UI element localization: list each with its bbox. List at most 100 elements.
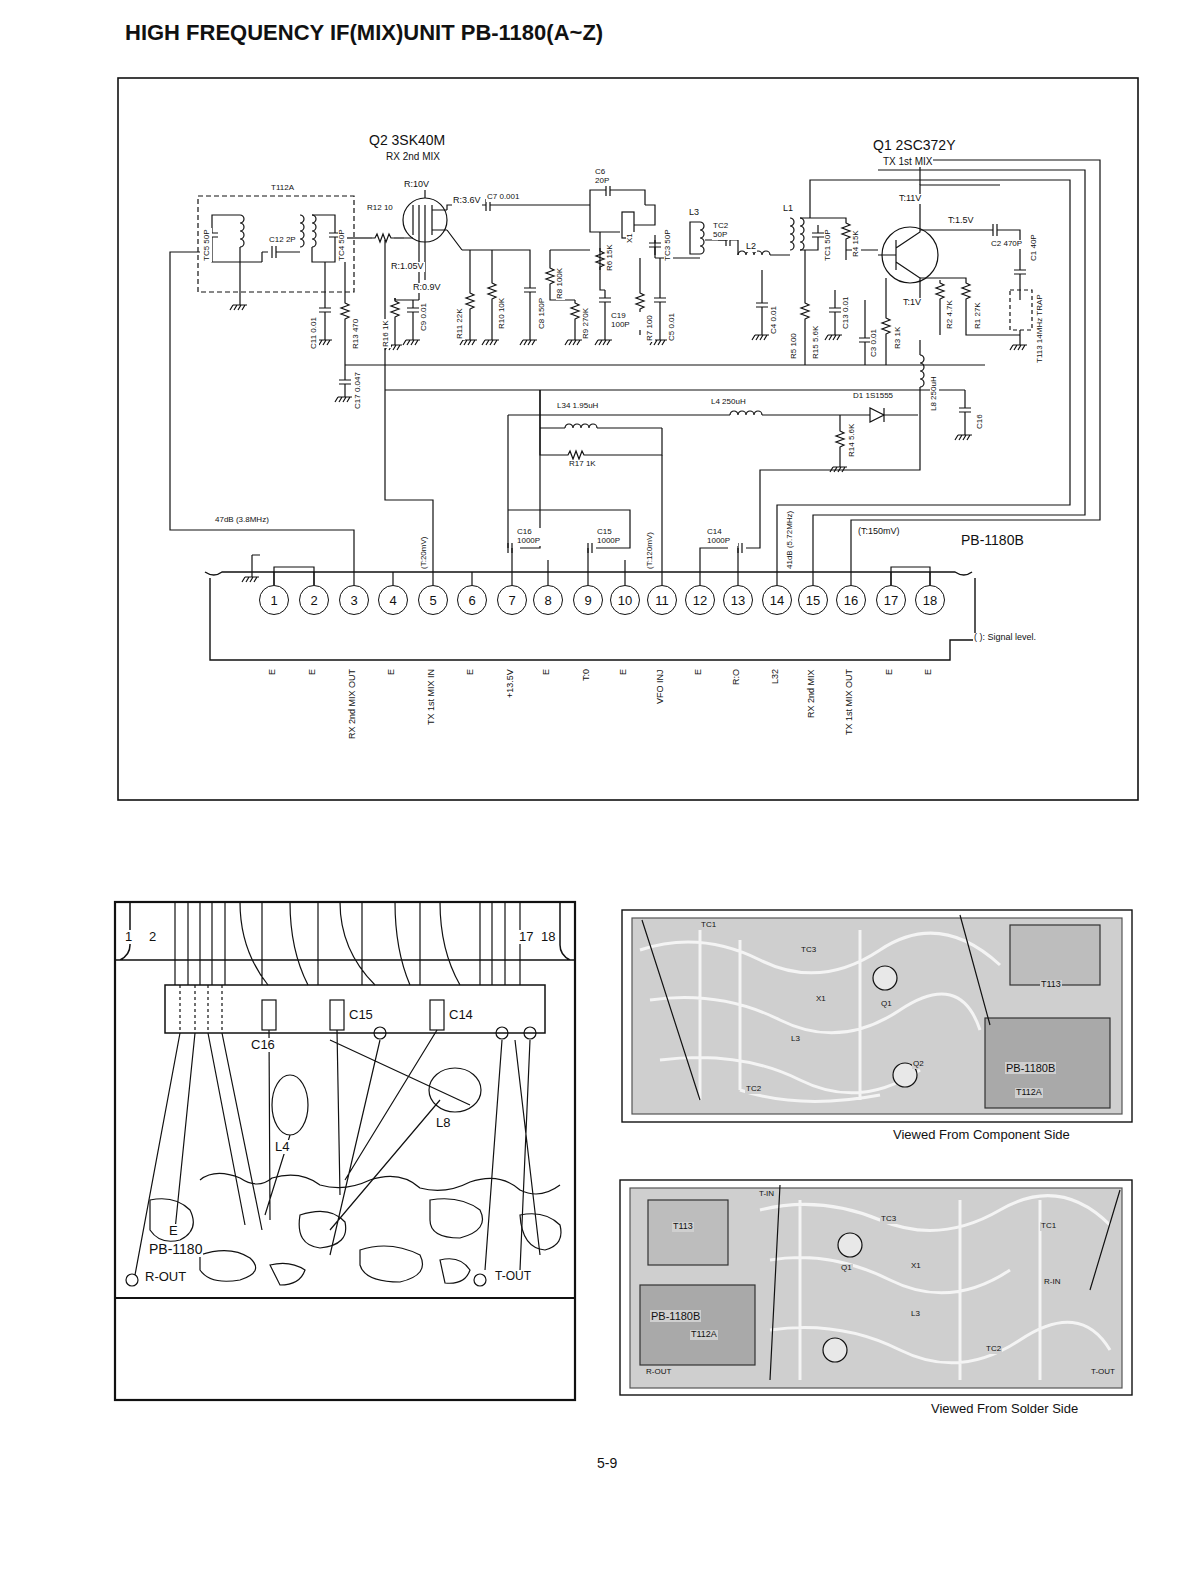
- part-label: X1: [626, 232, 635, 244]
- pin-name: L32: [771, 668, 781, 685]
- pin-number: 1: [270, 593, 277, 608]
- pin-name: E: [924, 668, 934, 676]
- part-label: R4 15K: [852, 229, 861, 258]
- wire: [891, 567, 930, 585]
- part-label: L3: [910, 1310, 921, 1319]
- part-label: C6 20P: [594, 168, 618, 186]
- pin-number: 4: [389, 593, 396, 608]
- pin-number: 15: [806, 593, 820, 608]
- part-label: L4: [274, 1140, 290, 1154]
- pin-name: R:O: [732, 668, 742, 686]
- connector-pin: 13: [723, 585, 753, 615]
- part-label: R5 100: [790, 332, 799, 360]
- part-label: R:1.05V: [390, 262, 425, 272]
- pin-number: 5: [429, 593, 436, 608]
- part-label: 2: [148, 930, 157, 944]
- part-label: L3: [688, 208, 700, 218]
- part-label: R15 5.6K: [812, 325, 821, 360]
- part-label: Viewed From Solder Side: [930, 1402, 1079, 1416]
- part-label: (T:150mV): [857, 527, 901, 537]
- part-label: T:11V: [898, 194, 922, 204]
- part-label: T:1V: [902, 298, 922, 308]
- pin-number: 8: [544, 593, 551, 608]
- part-label: C8 150P: [538, 297, 547, 330]
- part-label: TC2: [745, 1085, 762, 1094]
- pin-number: 11: [655, 593, 669, 608]
- pin-name: E: [308, 668, 318, 676]
- part-label: TC3: [880, 1215, 897, 1224]
- part-label: L8 250uH: [930, 375, 939, 412]
- part-label: T113: [672, 1222, 694, 1232]
- part-label: C1 40P: [1030, 233, 1039, 262]
- part-label: C11 0.01: [310, 316, 319, 350]
- pin-number: 2: [310, 593, 317, 608]
- part-label: T-IN: [758, 1190, 775, 1199]
- part-label: R3 1K: [894, 326, 903, 350]
- part-label: T-OUT: [494, 1270, 532, 1283]
- part-label: C16 1000P: [516, 528, 548, 546]
- part-label: 17: [518, 930, 534, 944]
- part-label: R9 270K: [582, 307, 591, 340]
- part-label: R11 22K: [456, 307, 465, 340]
- part-label: TX 1st MIX: [882, 156, 933, 167]
- part-label: TC5 50P: [203, 228, 212, 262]
- part-label: TC3: [800, 946, 817, 955]
- pin-number: 12: [693, 593, 707, 608]
- part-label: R12 10: [366, 204, 394, 213]
- connector-pin: 10: [610, 585, 640, 615]
- pin-number: 3: [350, 593, 357, 608]
- pin-number: 14: [770, 593, 784, 608]
- part-label: R-IN: [1043, 1278, 1061, 1287]
- part-label: R16 1K: [382, 319, 391, 348]
- part-label: PB-1180B: [1005, 1062, 1056, 1074]
- connector-pin: 9: [573, 585, 603, 615]
- connector-pin: 11: [647, 585, 677, 615]
- diagram-title: HIGH FREQUENCY IF(MIX)UNIT PB-1180(A~Z): [125, 20, 603, 46]
- part-label: D1 1S1555: [852, 392, 894, 401]
- wire: [274, 567, 314, 585]
- part-label: 18: [540, 930, 556, 944]
- part-label: E: [168, 1224, 179, 1238]
- pin-name: E: [542, 668, 552, 676]
- part-label: R13 470: [352, 318, 361, 350]
- connector-pin: 4: [378, 585, 408, 615]
- pin-name: E: [694, 668, 704, 676]
- part-label: C16: [250, 1038, 276, 1052]
- part-label: R7 100: [646, 314, 655, 342]
- pin-name: RX 2nd MIX OUT: [348, 668, 358, 740]
- pin-number: 16: [844, 593, 858, 608]
- part-label: RX 2nd MIX: [385, 151, 441, 162]
- connector-pin: 3: [339, 585, 369, 615]
- part-label: C15: [348, 1008, 374, 1022]
- part-label: Q1 2SC372Y: [872, 138, 957, 153]
- part-label: C12 2P: [268, 236, 297, 245]
- part-label: C15 1000P: [596, 528, 628, 546]
- part-label: R8 100K: [556, 267, 565, 300]
- part-label: L4 250uH: [710, 398, 747, 407]
- part-label: R-OUT: [645, 1368, 672, 1377]
- part-label: R2 4.7K: [946, 299, 955, 330]
- connector-pin: 5: [418, 585, 448, 615]
- part-label: R14 5.6K: [848, 423, 857, 458]
- part-label: R:10V: [403, 180, 430, 190]
- part-label: C9 0.01: [420, 302, 429, 332]
- part-label: TC4 50P: [338, 228, 347, 262]
- part-label: T113 14MHz TRAP: [1036, 293, 1045, 364]
- pin-name: E: [387, 668, 397, 676]
- pin-name: TX 1st MIX IN: [427, 668, 437, 726]
- part-label: R-OUT: [144, 1270, 187, 1284]
- pin-name: VFO INJ: [656, 668, 666, 705]
- part-label: TC2: [985, 1345, 1002, 1354]
- part-label: (T:120mV): [646, 531, 655, 570]
- part-label: Q2 3SK40M: [368, 133, 446, 148]
- pin-number: 10: [618, 593, 632, 608]
- part-label: L1: [782, 204, 794, 214]
- part-label: TC1: [700, 921, 717, 930]
- part-label: Q1: [880, 1000, 893, 1009]
- pin-name: E: [466, 668, 476, 676]
- pin-number: 18: [923, 593, 937, 608]
- part-label: C16: [976, 413, 985, 430]
- pin-number: 7: [508, 593, 515, 608]
- connector-pin: 2: [299, 585, 329, 615]
